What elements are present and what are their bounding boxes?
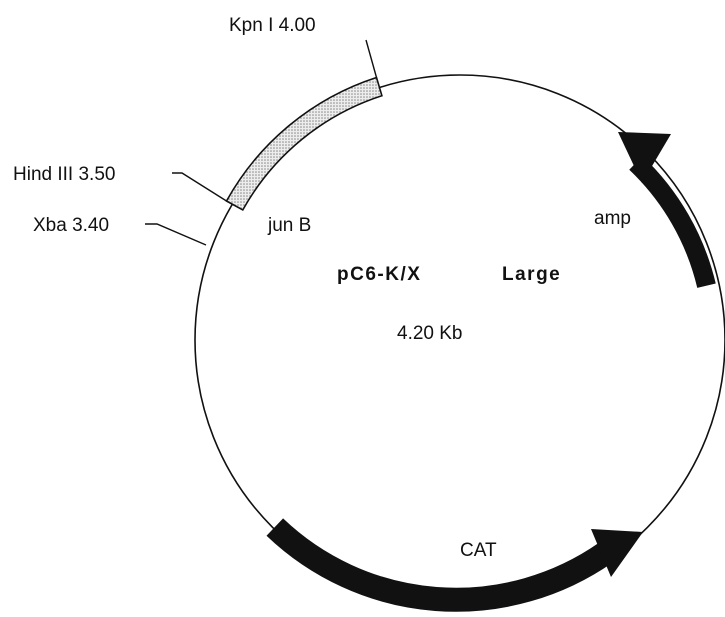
junb-label: jun B <box>267 215 311 236</box>
hind-site-label: Hind III 3.50 <box>13 164 115 185</box>
plasmid-size: 4.20 Kb <box>397 323 463 344</box>
cat-label: CAT <box>460 540 497 561</box>
xba-site-label: Xba 3.40 <box>33 215 109 236</box>
kpn-site-leader <box>365 39 378 78</box>
amp-label: amp <box>594 208 631 229</box>
xba-site-leader <box>145 223 207 246</box>
plasmid-name: pC6-K/X <box>337 264 421 285</box>
hind-site-leader <box>172 172 227 202</box>
plasmid-variant: Large <box>502 264 561 285</box>
amp-gene-arrow <box>629 156 716 288</box>
amp-arrowhead <box>618 132 671 183</box>
junb-insert-segment <box>225 76 383 211</box>
cat-gene-arrow <box>266 518 613 612</box>
kpn-site-label: Kpn I 4.00 <box>229 15 316 36</box>
cat-arrowhead <box>591 529 643 577</box>
